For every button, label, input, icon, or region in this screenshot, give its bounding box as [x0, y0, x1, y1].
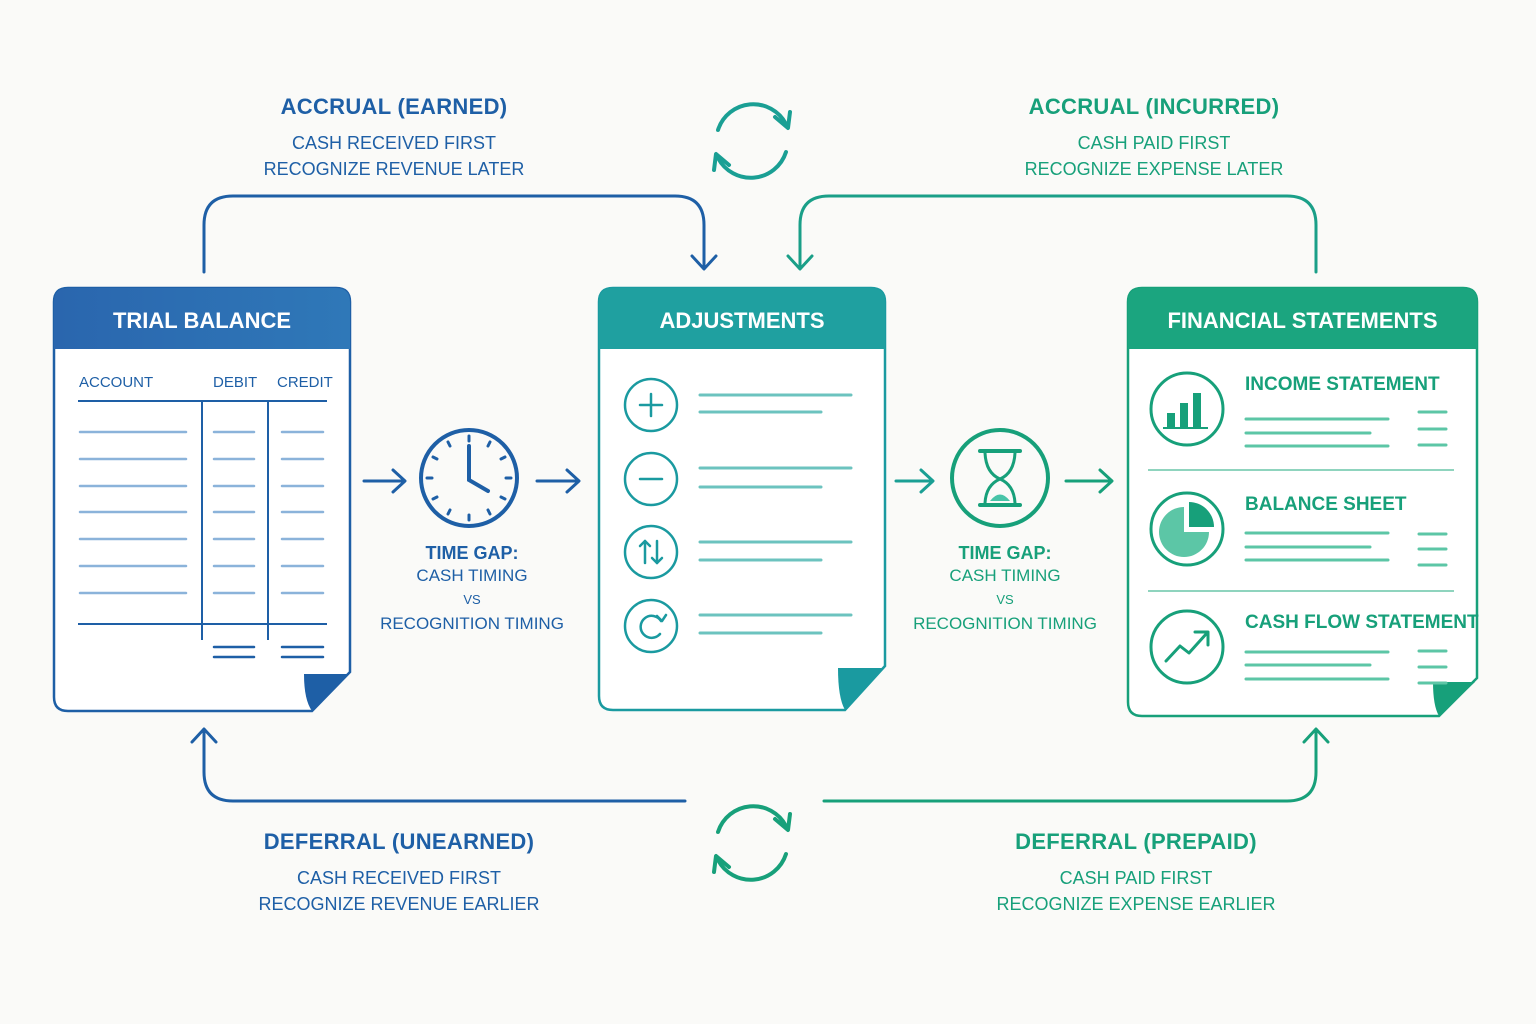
- time-gap-left-line1: CASH TIMING: [416, 566, 528, 585]
- deferral-unearned-caption: DEFERRAL (UNEARNED) CASH RECEIVED FIRST …: [249, 829, 549, 917]
- deferral-unearned-line2: RECOGNIZE REVENUE EARLIER: [258, 894, 540, 914]
- minus-icon: [623, 451, 679, 507]
- connector-accrual-earned: [202, 194, 718, 274]
- connector-deferral-unearned: [190, 727, 687, 803]
- financial-statements-title: FINANCIAL STATEMENTS: [1167, 308, 1438, 333]
- deferral-prepaid-caption: DEFERRAL (PREPAID) CASH PAID FIRST RECOG…: [986, 829, 1286, 917]
- cycle-top-icon: [712, 102, 792, 180]
- connector-accrual-incurred: [786, 194, 1318, 274]
- hourglass-icon: [950, 428, 1050, 528]
- clock-icon: [419, 428, 519, 528]
- deferral-prepaid-title: DEFERRAL (PREPAID): [1015, 829, 1257, 854]
- time-gap-right-caption: TIME GAP: CASH TIMING VS RECOGNITION TIM…: [905, 543, 1105, 636]
- trend-up-icon: [1149, 609, 1225, 685]
- cycle-bottom-icon: [712, 804, 792, 882]
- time-gap-right-vs: VS: [996, 592, 1014, 607]
- flow-arrow-1: [362, 468, 407, 494]
- cash-flow-statement-label: CASH FLOW STATEMENT: [1245, 612, 1479, 633]
- deferral-prepaid-line2: RECOGNIZE EXPENSE EARLIER: [996, 894, 1276, 914]
- deferral-prepaid-line1: CASH PAID FIRST: [1059, 868, 1213, 888]
- income-statement-label: INCOME STATEMENT: [1245, 374, 1440, 395]
- flow-arrow-2: [535, 468, 581, 494]
- connector-deferral-prepaid: [822, 727, 1330, 803]
- swap-arrows-icon: [623, 524, 679, 580]
- bar-chart-icon: [1149, 371, 1225, 447]
- trial-balance-card: [52, 286, 352, 713]
- accrual-earned-caption: ACCRUAL (EARNED) CASH RECEIVED FIRST REC…: [244, 94, 544, 182]
- trial-balance-title: TRIAL BALANCE: [112, 308, 292, 333]
- accrual-incurred-caption: ACCRUAL (INCURRED) CASH PAID FIRST RECOG…: [1004, 94, 1304, 182]
- column-header-credit: CREDIT: [277, 374, 333, 391]
- time-gap-left-title: TIME GAP:: [425, 543, 519, 563]
- adjustments-title: ADJUSTMENTS: [659, 308, 825, 333]
- financial-statements-card: [1126, 286, 1479, 718]
- accrual-incurred-line2: RECOGNIZE EXPENSE LATER: [1024, 159, 1284, 179]
- time-gap-right-line2: RECOGNITION TIMING: [913, 614, 1097, 633]
- time-gap-left-line2: RECOGNITION TIMING: [380, 614, 564, 633]
- accrual-earned-line1: CASH RECEIVED FIRST: [291, 133, 497, 153]
- adjustments-card: [597, 286, 887, 712]
- accrual-incurred-title: ACCRUAL (INCURRED): [1028, 94, 1280, 119]
- column-header-account: ACCOUNT: [79, 374, 154, 391]
- flow-arrow-4: [1064, 468, 1114, 494]
- refresh-icon: [623, 598, 679, 654]
- accrual-earned-title: ACCRUAL (EARNED): [280, 94, 508, 119]
- deferral-unearned-line1: CASH RECEIVED FIRST: [296, 868, 502, 888]
- time-gap-right-title: TIME GAP:: [958, 543, 1052, 563]
- column-header-debit: DEBIT: [213, 374, 258, 391]
- accrual-earned-line2: RECOGNIZE REVENUE LATER: [263, 159, 525, 179]
- balance-sheet-label: BALANCE SHEET: [1245, 494, 1407, 515]
- time-gap-left-vs: VS: [463, 592, 481, 607]
- time-gap-left-caption: TIME GAP: CASH TIMING VS RECOGNITION TIM…: [372, 543, 572, 636]
- plus-icon: [623, 377, 679, 433]
- flow-arrow-3: [894, 468, 935, 494]
- deferral-unearned-title: DEFERRAL (UNEARNED): [263, 829, 535, 854]
- time-gap-right-line1: CASH TIMING: [949, 566, 1061, 585]
- pie-chart-icon: [1149, 491, 1225, 567]
- accrual-incurred-line1: CASH PAID FIRST: [1077, 133, 1231, 153]
